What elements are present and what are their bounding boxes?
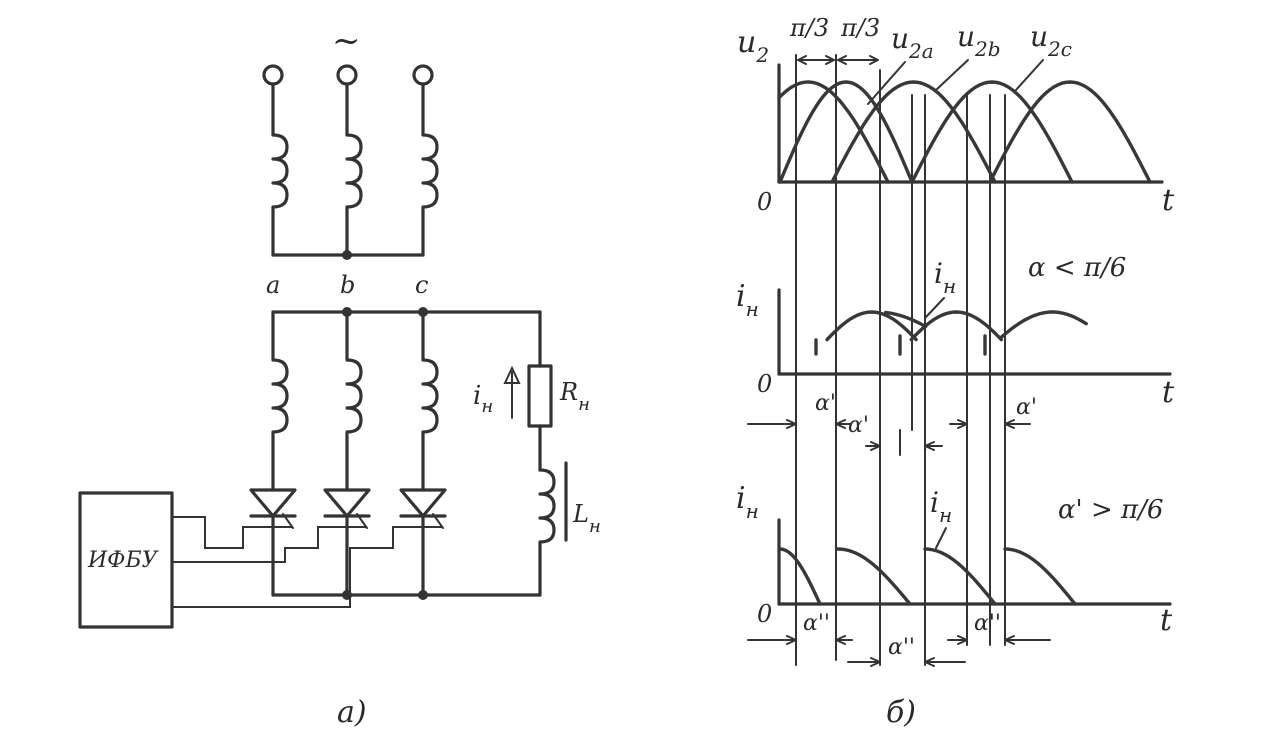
voltage-plot: u2 0 t π/3 π/3 u2a u2b u2c bbox=[737, 14, 1175, 218]
alpha-prime-dim-2 bbox=[865, 441, 943, 451]
phase-label-a: a bbox=[266, 271, 280, 299]
current1-axis-label: iн bbox=[736, 279, 759, 321]
waveform-diagram: u2 0 t π/3 π/3 u2a u2b u2c iн 0 t α < π/… bbox=[736, 14, 1175, 730]
ac-source-symbol: ~ bbox=[332, 21, 361, 61]
reference-lines bbox=[795, 54, 1006, 666]
current1-time-label: t bbox=[1162, 375, 1175, 410]
phase-voltage-label-c: u2c bbox=[1030, 20, 1072, 61]
current1-curve-label: iн bbox=[934, 257, 956, 298]
load-current-pulse bbox=[836, 547, 912, 606]
primary-winding-b bbox=[345, 82, 363, 257]
voltage-curves bbox=[777, 80, 1152, 184]
terminal-a bbox=[262, 64, 284, 86]
primary-neutral-node bbox=[342, 250, 352, 260]
terminal-c bbox=[412, 64, 434, 86]
load-current-arrowhead bbox=[503, 365, 521, 384]
alpha-double-prime-dim-1 bbox=[747, 635, 853, 645]
alpha-double-prime-label-3: α'' bbox=[974, 611, 1001, 636]
alpha-double-prime-label-2: α'' bbox=[888, 635, 915, 660]
thyristor-a bbox=[249, 488, 297, 597]
terminal-b bbox=[336, 64, 358, 86]
current2-curve-label: iн bbox=[930, 486, 952, 527]
phase-label-leader-a bbox=[867, 61, 906, 105]
cathode-node-c bbox=[418, 590, 428, 600]
interval-label-1: π/3 bbox=[789, 14, 829, 42]
load-current-pulse bbox=[923, 547, 997, 606]
secondary-winding-b bbox=[345, 310, 363, 492]
alpha-prime-dim-1 bbox=[747, 419, 851, 429]
alpha-prime-dim-3 bbox=[949, 419, 1031, 429]
resistor-label: Rн bbox=[559, 378, 590, 415]
voltage-origin-label: 0 bbox=[757, 188, 772, 216]
alpha-prime-label-1: α' bbox=[815, 391, 836, 416]
thyristor-c bbox=[399, 488, 447, 597]
secondary-winding-c bbox=[421, 310, 439, 492]
primary-winding-a bbox=[271, 82, 289, 257]
thyristor-b bbox=[323, 488, 371, 597]
alpha-prime-label-2: α' bbox=[848, 413, 869, 438]
load-resistor bbox=[527, 364, 553, 428]
voltage-half-wave bbox=[910, 80, 1074, 184]
load-current-segment bbox=[909, 310, 1003, 342]
load-current-segment bbox=[825, 310, 918, 342]
voltage-half-wave bbox=[830, 80, 997, 184]
current1-origin-label: 0 bbox=[757, 370, 772, 398]
voltage-half-wave bbox=[777, 80, 890, 184]
gate-wire-a bbox=[171, 516, 293, 549]
load-current-pulse bbox=[1003, 547, 1077, 606]
waveform-caption: б) bbox=[886, 695, 916, 730]
interval-label-2: π/3 bbox=[840, 14, 880, 42]
load-current-segment bbox=[999, 310, 1088, 339]
current2-origin-label: 0 bbox=[757, 600, 772, 628]
gate-wire-c bbox=[171, 526, 443, 608]
voltage-time-label: t bbox=[1162, 183, 1175, 218]
current2-axis-label: iн bbox=[736, 481, 759, 523]
current2-curves bbox=[778, 547, 1077, 606]
phase-label-leader-c bbox=[1015, 59, 1044, 91]
control-block bbox=[78, 491, 174, 629]
load-current-segment bbox=[884, 310, 928, 329]
voltage-half-wave bbox=[778, 80, 914, 184]
current2-label-leader bbox=[935, 527, 947, 549]
current2-time-label: t bbox=[1160, 603, 1173, 638]
alpha-prime-label-3: α' bbox=[1016, 395, 1037, 420]
condition-label-2: α' > π/6 bbox=[1058, 495, 1163, 525]
current-plot-continuous: iн 0 t α < π/6 iн α' α' α' bbox=[736, 253, 1175, 451]
phase-voltage-label-b: u2b bbox=[957, 20, 1001, 61]
inductor-label: Lн bbox=[572, 500, 601, 537]
alpha-double-prime-label-1: α'' bbox=[803, 611, 830, 636]
load-current-pulse bbox=[778, 547, 822, 606]
phase-voltage-label-a: u2a bbox=[891, 22, 934, 63]
phase-label-leader-b bbox=[935, 59, 969, 91]
circuit-caption: а) bbox=[337, 695, 367, 730]
phase-label-b: b bbox=[340, 271, 355, 299]
load-current-label: iн bbox=[473, 381, 493, 417]
secondary-winding-a bbox=[271, 310, 289, 492]
control-block-label: ИФБУ bbox=[87, 548, 160, 573]
phase-label-c: c bbox=[415, 271, 428, 299]
alpha-double-prime-dim-2 bbox=[847, 657, 966, 667]
interval-arrow-1 bbox=[797, 55, 835, 65]
circuit-diagram: ~ a b c bbox=[78, 21, 601, 730]
condition-label-1: α < π/6 bbox=[1028, 253, 1126, 283]
current1-label-leader bbox=[925, 297, 945, 318]
commutation-edges bbox=[814, 334, 987, 356]
current1-curves bbox=[814, 310, 1088, 356]
interval-arrow-2 bbox=[837, 55, 879, 65]
current-plot-discontinuous: iн 0 t α' > π/6 iн α'' α'' α'' bbox=[736, 481, 1173, 667]
load-inductor bbox=[538, 468, 556, 597]
gate-wire-b bbox=[171, 526, 367, 563]
alpha-double-prime-dim-3 bbox=[947, 635, 1051, 645]
voltage-axis-label: u2 bbox=[737, 25, 769, 67]
voltage-half-wave bbox=[988, 80, 1152, 184]
primary-winding-c bbox=[421, 82, 439, 257]
